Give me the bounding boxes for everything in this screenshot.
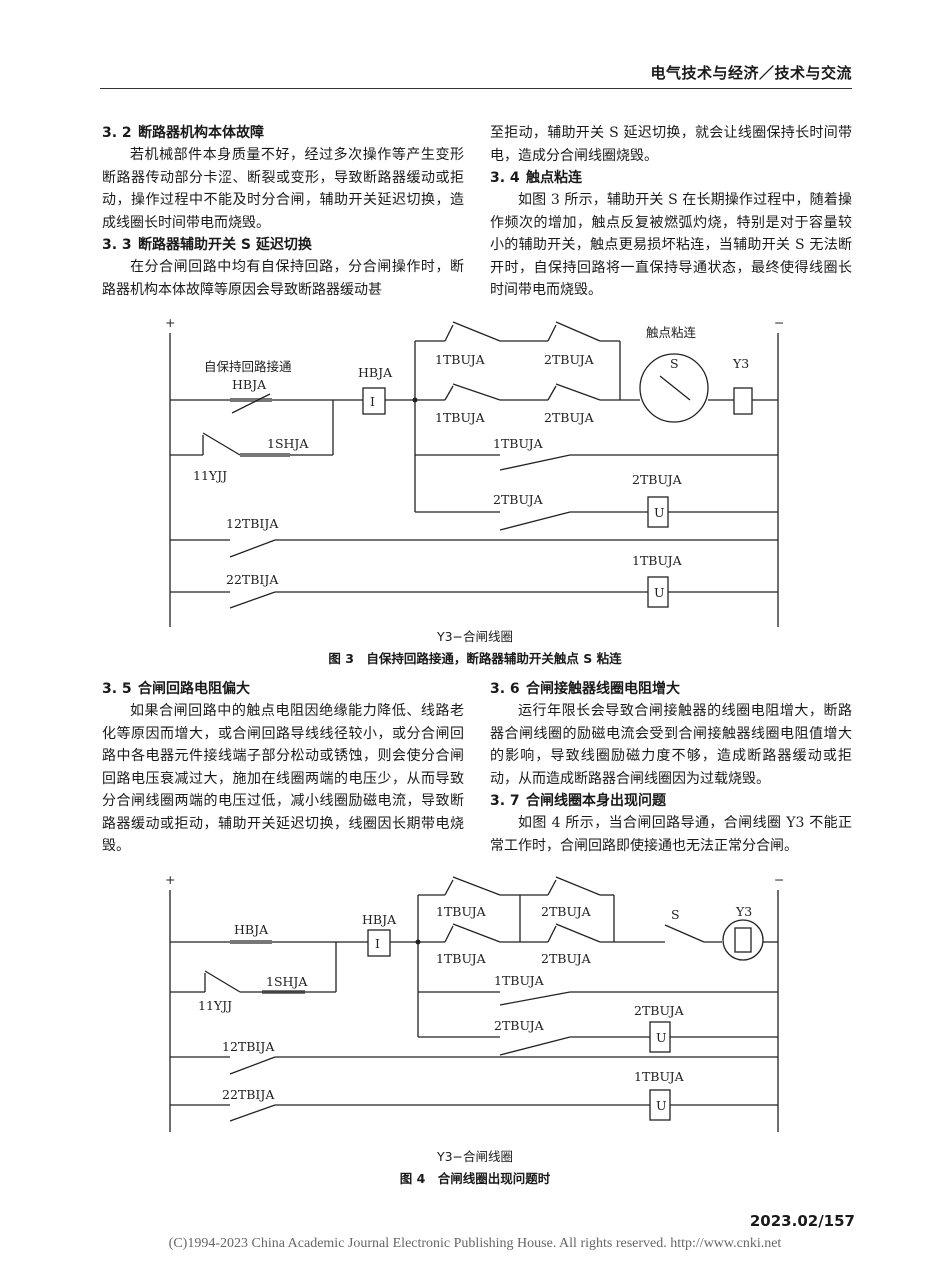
- fig3-u-upper: U: [654, 505, 665, 520]
- fig3-2tbuja-top-label: 2TBUJA: [544, 352, 595, 367]
- fig4-1shja-label: 1SHJA: [266, 974, 308, 989]
- fig4-s-label: S: [671, 907, 680, 922]
- fig4-11yjj-label: 11YJJ: [198, 998, 232, 1013]
- fig4-hbja-relay-label: HBJA: [362, 912, 397, 927]
- fig4-1tbuja-top-label: 1TBUJA: [436, 904, 487, 919]
- fig3-2tbuja-bottom-label: 2TBUJA: [544, 410, 595, 425]
- fig4-u-lower: U: [656, 1098, 667, 1113]
- fig3-22tbija-label: 22TBIJA: [226, 572, 279, 587]
- fig4-plus: +: [165, 872, 175, 887]
- fig3-11yjj-label: 11YJJ: [193, 468, 227, 483]
- fig3-1tbuja-bottom-label: 1TBUJA: [435, 410, 486, 425]
- fig4-22tbija-label: 22TBIJA: [222, 1087, 275, 1102]
- section-body-3-3-continued: 至拒动，辅助开关 S 延迟切换，就会让线圈保持长时间带电，造成分合闸线圈烧毁。: [490, 125, 852, 164]
- header-rule: [100, 88, 852, 89]
- fig3-1tbuja-top-label: 1TBUJA: [435, 352, 486, 367]
- fig4-2tbuja-top-label: 2TBUJA: [541, 904, 592, 919]
- fig3-y3-label: Y3: [732, 356, 749, 371]
- fig3-s-label: S: [670, 356, 679, 371]
- fig3-1tbuja-branch-label: 1TBUJA: [493, 436, 544, 451]
- fig4-2tbuja-bottom-label: 2TBUJA: [541, 951, 592, 966]
- fig4-2tbuja-coil-label: 2TBUJA: [634, 1003, 685, 1018]
- fig4-2tbuja-branch-label: 2TBUJA: [494, 1018, 545, 1033]
- fig3-hbja-contact-label: HBJA: [232, 377, 267, 392]
- fig4-minus: −: [774, 872, 784, 887]
- figure-3-circuit: + −: [165, 315, 784, 627]
- fig4-caption: 图 4 合闸线圈出现问题时: [399, 1171, 551, 1186]
- section-body-3-7: 如图 4 所示，当合闸回路导通，合闸线圈 Y3 不能正常工作时，合闸回路即使接通…: [490, 815, 852, 854]
- fig3-2tbuja-coil-label: 2TBUJA: [632, 472, 683, 487]
- fig3-12tbija-label: 12TBIJA: [226, 516, 279, 531]
- fig3-i-label: I: [370, 394, 375, 409]
- fig4-12tbija-label: 12TBIJA: [222, 1039, 275, 1054]
- fig3-self-hold-label: 自保持回路接通: [204, 359, 292, 374]
- fig3-u-lower: U: [654, 585, 665, 600]
- fig4-u-upper: U: [656, 1030, 667, 1045]
- fig3-hbja-relay-label: HBJA: [358, 365, 393, 380]
- fig3-2tbuja-branch-label: 2TBUJA: [493, 492, 544, 507]
- section-body-3-5: 如果合闸回路中的触点电阻因绝缘能力降低、线路老化等原因而增大，或合闸回路导线线径…: [102, 703, 464, 854]
- fig3-1shja-label: 1SHJA: [267, 436, 309, 451]
- section-body-3-6: 运行年限长会导致合闸接触器的线圈电阻增大，断路器合闸线圈的励磁电流会受到合闸接触…: [490, 703, 852, 787]
- fig3-note: Y3−合闸线圈: [436, 629, 514, 644]
- fig4-note: Y3−合闸线圈: [436, 1149, 514, 1164]
- fig4-i-label: I: [375, 936, 380, 951]
- page-number: 2023.02/157: [749, 1212, 855, 1230]
- fig4-1tbuja-bottom-label: 1TBUJA: [436, 951, 487, 966]
- section-body-3-3: 在分合闸回路中均有自保持回路，分合闸操作时，断路器机构本体故障等原因会导致断路器…: [102, 259, 464, 298]
- fig4-1tbuja-coil-label: 1TBUJA: [634, 1069, 685, 1084]
- fig4-1tbuja-branch-label: 1TBUJA: [494, 973, 545, 988]
- section-body-3-4: 如图 3 所示，辅助开关 S 在长期操作过程中，随着操作频次的增加，触点反复被燃…: [490, 192, 852, 298]
- fig4-y3-label: Y3: [735, 904, 752, 919]
- fig3-1tbuja-coil-label: 1TBUJA: [632, 553, 683, 568]
- fig3-caption: 图 3 自保持回路接通，断路器辅助开关触点 S 粘连: [328, 651, 622, 666]
- section-body-3-2: 若机械部件本身质量不好，经过多次操作等产生变形断路器传动部分卡涩、断裂或变形，导…: [102, 147, 464, 231]
- fig3-plus: +: [165, 315, 175, 330]
- right-column-top: 至拒动，辅助开关 S 延迟切换，就会让线圈保持长时间带电，造成分合闸线圈烧毁。 …: [490, 122, 852, 302]
- fig3-contact-stuck-label: 触点粘连: [646, 325, 697, 340]
- fig4-hbja-contact-label: HBJA: [234, 922, 269, 937]
- running-header: 电气技术与经济／技术与交流: [650, 64, 852, 82]
- figure-4-circuit: + −: [165, 872, 784, 1132]
- copyright-footer: (C)1994-2023 China Academic Journal Elec…: [168, 1236, 782, 1251]
- fig3-minus: −: [774, 315, 784, 330]
